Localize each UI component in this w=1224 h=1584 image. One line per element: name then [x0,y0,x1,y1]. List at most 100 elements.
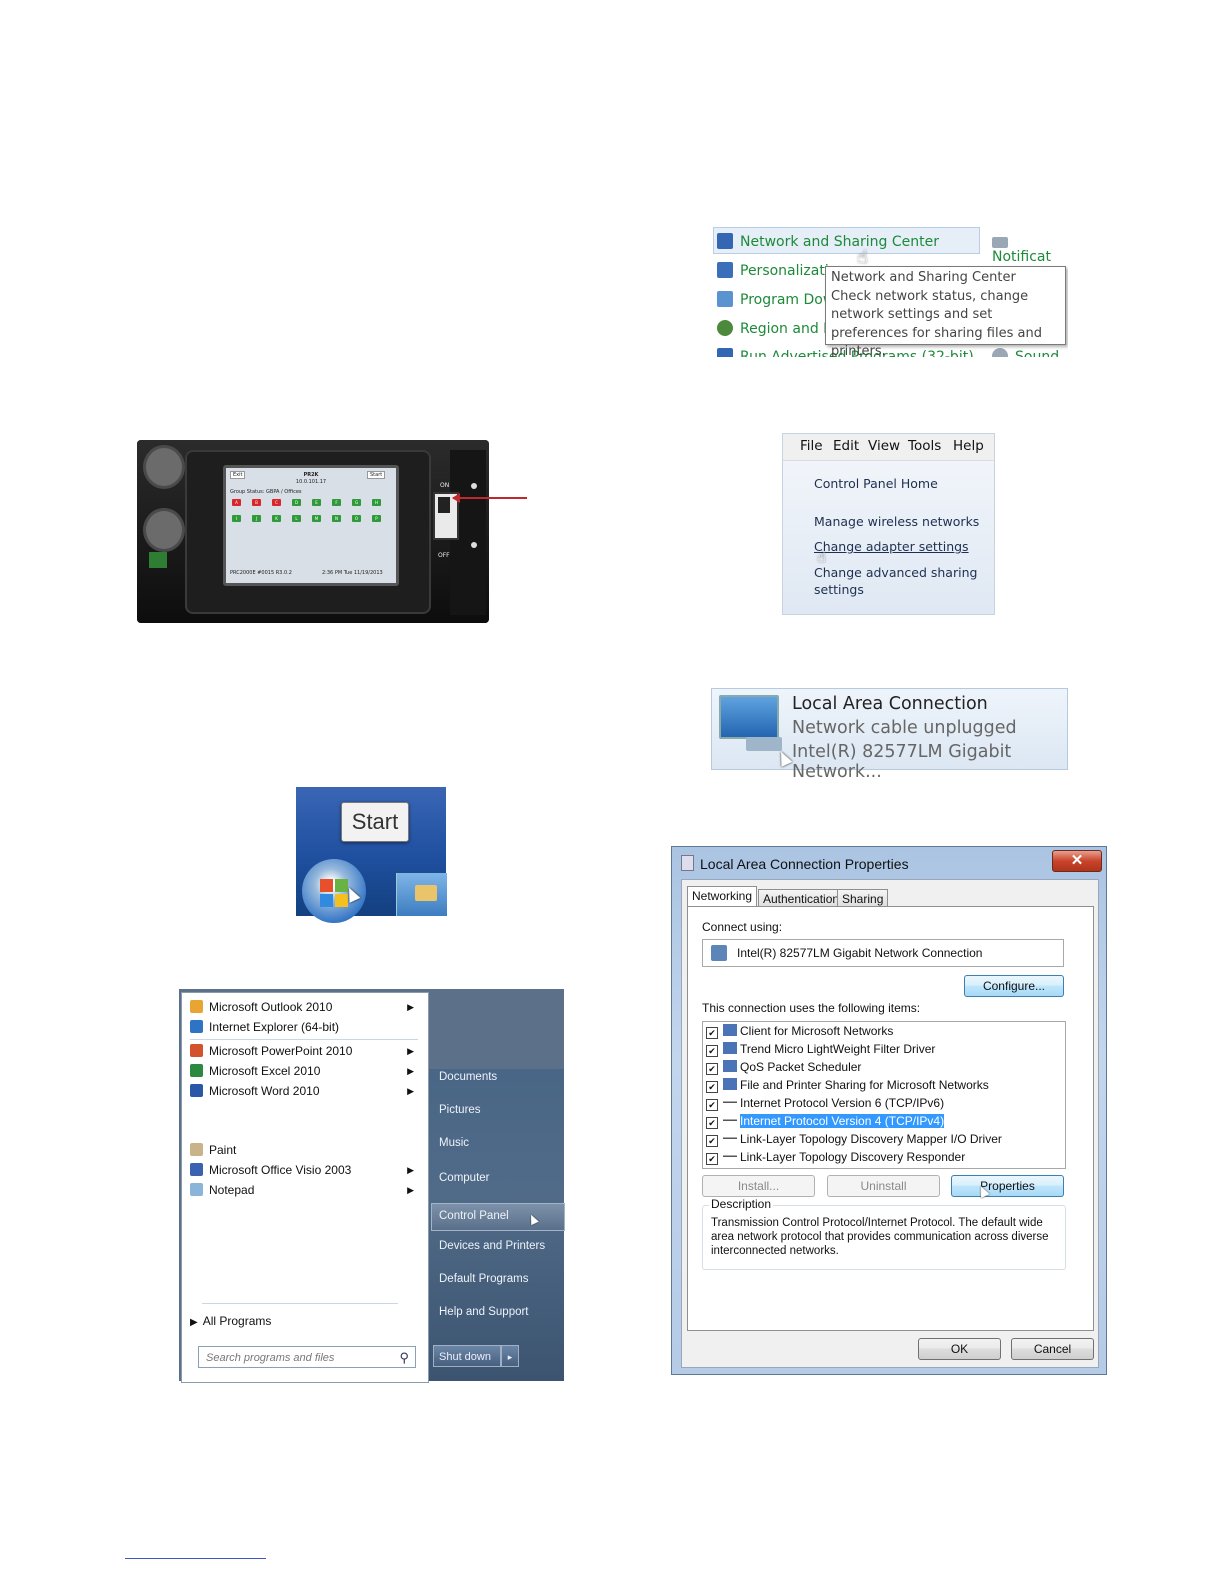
device-indicator-M: M [312,515,321,522]
checkbox-checked-icon[interactable]: ✔ [706,1117,718,1129]
change-advanced-sharing-link[interactable]: Change advanced sharing [814,565,978,580]
mouse-cursor-icon [775,749,793,767]
program-visio[interactable]: Microsoft Office Visio 2003▶ [190,1160,418,1180]
menu-tools[interactable]: Tools [908,438,942,454]
start-documents[interactable]: Documents [439,1071,498,1083]
link-label: Network and Sharing Center [740,234,940,250]
close-icon[interactable]: ✕ [1052,850,1102,872]
start-control-panel[interactable]: Control Panel [439,1210,509,1222]
menu-help[interactable]: Help [953,438,984,454]
menu-view[interactable]: View [868,438,901,454]
network-sharing-center-link[interactable]: Network and Sharing Center [717,233,939,250]
personalization-link[interactable]: Personalizatio [717,262,837,279]
control-panel-home-link[interactable]: Control Panel Home [814,476,938,491]
uninstall-button[interactable]: Uninstall [827,1175,940,1197]
list-item[interactable]: ✔Internet Protocol Version 6 (TCP/IPv6) [706,1094,944,1112]
program-paint[interactable]: Paint [190,1140,418,1160]
manage-wireless-link[interactable]: Manage wireless networks [814,514,980,529]
description-label: Description [709,1197,774,1211]
hover-highlight [713,227,980,254]
program-powerpoint[interactable]: Microsoft PowerPoint 2010▶ [190,1041,418,1061]
checkbox-checked-icon[interactable]: ✔ [706,1045,718,1057]
list-item[interactable]: ✔ Link-Layer Topology Discovery Responder [706,1148,965,1166]
connection-name: Local Area Connection [792,694,988,714]
tab-networking[interactable]: Networking [687,886,758,908]
device-terminal-block [149,552,167,568]
start-help-support[interactable]: Help and Support [439,1306,529,1318]
submenu-arrow-icon: ▶ [407,1185,414,1195]
link-label: Run Advertised Programs (32-bit) [740,349,974,357]
outlook-icon [190,1000,203,1013]
shut-down-button[interactable]: Shut down [433,1345,501,1367]
all-programs-label: All Programs [202,1314,272,1328]
all-programs-link[interactable]: ▶All Programs [190,1311,418,1331]
list-item[interactable]: ✔File and Printer Sharing for Microsoft … [706,1076,989,1094]
start-pictures[interactable]: Pictures [439,1104,481,1116]
powerpoint-icon [190,1044,203,1057]
file-printer-sharing-icon [723,1078,737,1090]
notification-link[interactable]: Notificat [992,233,1068,265]
start-search-input[interactable]: Search programs and files⚲ [198,1346,416,1368]
menu-edit[interactable]: Edit [833,438,860,454]
program-outlook[interactable]: Microsoft Outlook 2010▶ [190,997,418,1017]
change-advanced-sharing-link-cont[interactable]: settings [814,582,864,597]
checkbox-checked-icon[interactable]: ✔ [706,1063,718,1075]
menu-file[interactable]: File [800,438,823,454]
region-language-link[interactable]: Region and La [717,320,840,337]
device-exit-button: Exit [230,471,246,479]
cancel-button[interactable]: Cancel [1011,1338,1094,1360]
submenu-arrow-icon: ▶ [407,1086,414,1096]
device-indicator-O: O [352,515,361,522]
list-item[interactable]: ✔Link-Layer Topology Discovery Mapper I/… [706,1130,1002,1148]
program-word[interactable]: Microsoft Word 2010 ▶ [190,1081,418,1101]
checkbox-checked-icon[interactable]: ✔ [706,1081,718,1093]
device-indicator-J: J [252,515,261,522]
local-area-connection-tile[interactable]: Local Area Connection Network cable unpl… [711,688,1068,782]
tab-sharing[interactable]: Sharing [837,889,889,908]
list-item[interactable]: ✔ Trend Micro LightWeight Filter Driver [706,1040,935,1058]
program-internet-explorer[interactable]: Internet Explorer (64-bit) [190,1017,418,1037]
sound-link[interactable]: Sound [992,348,1059,357]
program-notepad[interactable]: Notepad▶ [190,1180,418,1200]
list-item[interactable]: ✔Client for Microsoft Networks [706,1022,893,1040]
laptop-icon [992,237,1008,248]
start-default-programs[interactable]: Default Programs [439,1273,529,1285]
item-label: Trend Micro LightWeight Filter Driver [740,1042,936,1056]
start-orb-button[interactable] [302,859,366,923]
device-screen-title: PR2K [303,472,319,478]
items-label: This connection uses the following items… [702,1001,921,1015]
checkbox-checked-icon[interactable]: ✔ [706,1153,718,1165]
item-label: Link-Layer Topology Discovery Responder [740,1150,966,1164]
change-adapter-settings-link[interactable]: Change adapter settings [814,539,969,554]
control-panel-highlight [431,1203,565,1231]
start-music[interactable]: Music [439,1137,470,1149]
network-icon [717,233,733,249]
checkbox-checked-icon[interactable]: ✔ [706,1027,718,1039]
start-devices-printers[interactable]: Devices and Printers [439,1240,546,1252]
list-item-selected[interactable]: ✔Internet Protocol Version 4 (TCP/IPv4) [706,1112,946,1130]
start-computer[interactable]: Computer [439,1172,490,1184]
visio-icon [190,1163,203,1176]
shut-down-options-arrow-icon[interactable]: ▸ [501,1345,519,1367]
menu-bar: File Edit View Tools Help [783,434,994,461]
configure-button[interactable]: Configure... [964,975,1064,997]
device-indicator-G: G [352,499,361,506]
checkbox-checked-icon[interactable]: ✔ [706,1135,718,1147]
list-item[interactable]: ✔QoS Packet Scheduler [706,1058,861,1076]
taskbar-explorer-button[interactable] [396,873,447,916]
red-pointer-arrow-head [452,493,460,503]
link-label: Region and La [740,321,840,337]
taskbar-start-area: Start [296,787,447,923]
checkbox-checked-icon[interactable]: ✔ [706,1099,718,1111]
controller-device-photo: Exit Start PR2K 10.0.101.17 Group Status… [137,440,489,623]
properties-button[interactable]: Properties [951,1175,1064,1197]
run-advertised-programs-link[interactable]: Run Advertised Programs (32-bit) [717,348,974,357]
program-excel[interactable]: Microsoft Excel 2010▶ [190,1061,418,1081]
program-label: Microsoft Word 2010 [209,1084,320,1098]
excel-icon [190,1064,203,1077]
install-button[interactable]: Install... [702,1175,815,1197]
personalization-icon [717,262,733,278]
ok-button[interactable]: OK [918,1338,1001,1360]
program-download-link[interactable]: Program Dow [717,291,834,308]
